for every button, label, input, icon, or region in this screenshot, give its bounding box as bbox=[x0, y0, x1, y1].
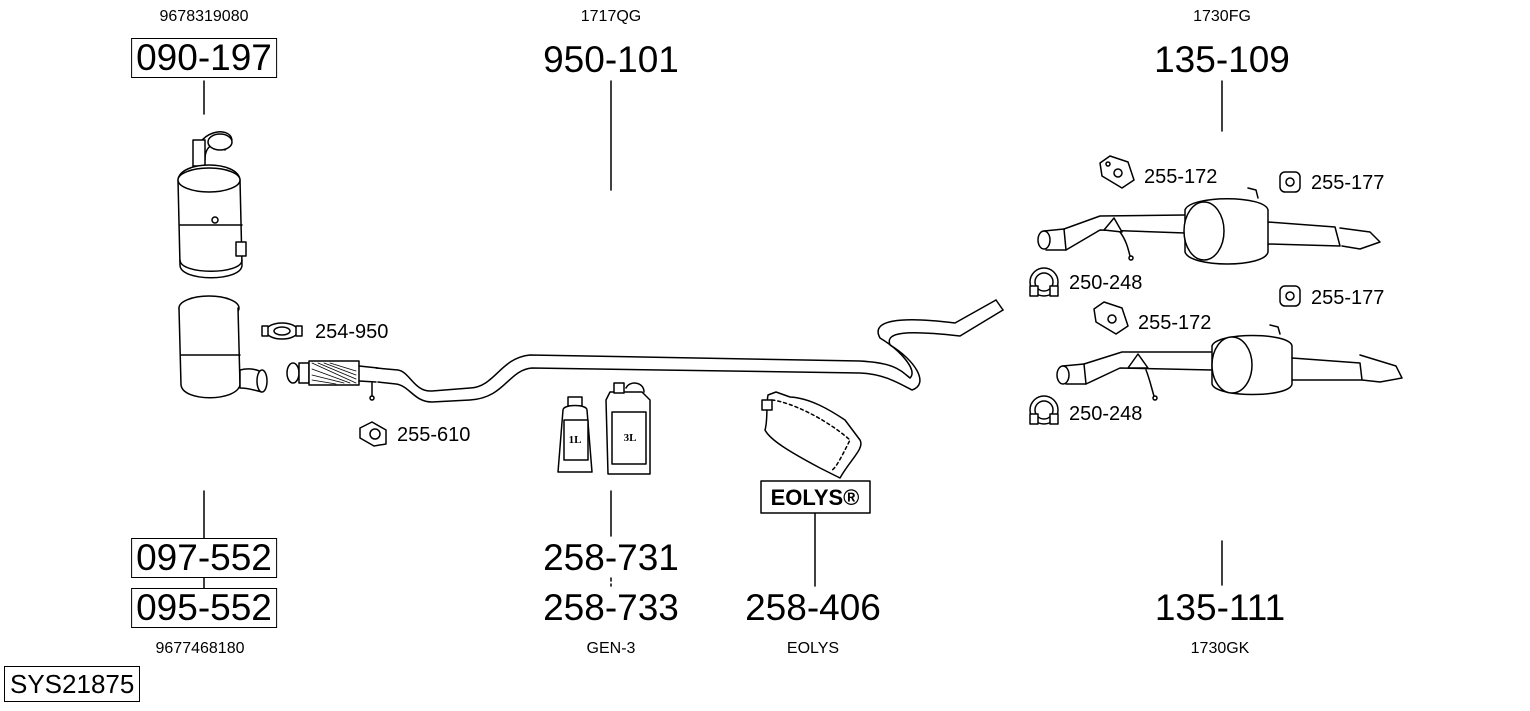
eolys-logo-box bbox=[760, 480, 871, 514]
oem-9678319080: 9678319080 bbox=[159, 8, 249, 25]
bracket-255-172-lower-drawing bbox=[1093, 301, 1129, 335]
rear-silencer-upper-drawing bbox=[1037, 187, 1381, 265]
clamp-254-950-drawing bbox=[261, 322, 303, 340]
oem-9677468180: 9677468180 bbox=[155, 640, 245, 657]
system-code: SYS21875 bbox=[4, 666, 141, 702]
clamp-250-248-lower-drawing bbox=[1029, 395, 1059, 425]
part-095-552[interactable]: 095-552 bbox=[131, 588, 277, 628]
main-pipe-drawing bbox=[375, 299, 997, 392]
part-135-109[interactable]: 135-109 bbox=[1154, 39, 1290, 80]
fitting-250-248-upper[interactable]: 250-248 bbox=[1069, 272, 1143, 294]
rear-silencer-lower-drawing bbox=[1056, 324, 1403, 401]
fitting-255-172-lower[interactable]: 255-172 bbox=[1138, 312, 1212, 334]
flex-pipe-drawing bbox=[286, 360, 379, 386]
part-097-552[interactable]: 097-552 bbox=[131, 538, 277, 578]
rubber-255-177-upper-drawing bbox=[1279, 171, 1301, 193]
fitting-255-177-lower[interactable]: 255-177 bbox=[1311, 287, 1385, 309]
can-3l-label: 3L bbox=[624, 432, 637, 444]
oem-1730FG: 1730FG bbox=[1193, 8, 1251, 25]
part-950-101[interactable]: 950-101 bbox=[543, 39, 679, 80]
bottle-1l-label: 1L bbox=[569, 434, 582, 446]
part-258-733[interactable]: 258-733 bbox=[543, 587, 679, 628]
part-090-197[interactable]: 090-197 bbox=[131, 38, 277, 78]
catalyst-upper-drawing bbox=[177, 131, 247, 279]
eolys-bag-drawing bbox=[761, 391, 862, 479]
note-eolys: EOLYS bbox=[786, 640, 840, 657]
part-135-111[interactable]: 135-111 bbox=[1154, 587, 1286, 628]
catalyst-lower-drawing bbox=[178, 295, 268, 399]
part-258-406[interactable]: 258-406 bbox=[745, 587, 881, 628]
eolys-logo-text: EOLYS® bbox=[771, 485, 860, 510]
oem-1730GK: 1730GK bbox=[1190, 640, 1250, 657]
fitting-250-248-lower[interactable]: 250-248 bbox=[1069, 403, 1143, 425]
fitting-255-172-upper[interactable]: 255-172 bbox=[1144, 166, 1218, 188]
note-gen-3: GEN-3 bbox=[586, 640, 636, 657]
oem-1717QG: 1717QG bbox=[580, 8, 642, 25]
bottle-1l-drawing bbox=[557, 396, 593, 473]
can-3l-drawing bbox=[605, 382, 651, 475]
bracket-255-172-upper-drawing bbox=[1099, 155, 1135, 189]
fitting-255-177-upper[interactable]: 255-177 bbox=[1311, 172, 1385, 194]
mount-255-610-drawing bbox=[359, 421, 387, 447]
fitting-255-610[interactable]: 255-610 bbox=[397, 424, 471, 446]
part-258-731[interactable]: 258-731 bbox=[543, 537, 679, 578]
fitting-254-950[interactable]: 254-950 bbox=[315, 321, 389, 343]
clamp-250-248-upper-drawing bbox=[1029, 267, 1059, 297]
rubber-255-177-lower-drawing bbox=[1279, 285, 1301, 307]
